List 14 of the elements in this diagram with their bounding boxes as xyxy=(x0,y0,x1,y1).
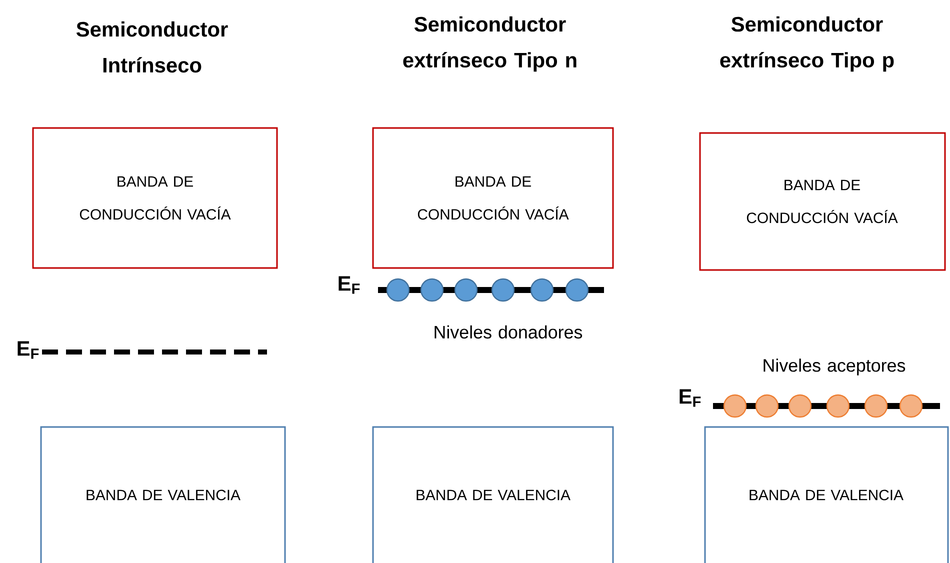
column-heading: Semiconductor extrínseco Tipo n xyxy=(403,16,576,72)
valence-band-box: BANDA DE VALENCIA xyxy=(704,426,949,563)
fermi-level-label: E$_{F}$ xyxy=(18,341,39,359)
column-heading: Semiconductor extrínseco Tipo p xyxy=(720,16,894,72)
level-label: Niveles aceptores xyxy=(764,358,906,376)
fermi-level-label: E$_{F}$ xyxy=(338,276,360,294)
valence-band-box: BANDA DE VALENCIA xyxy=(372,426,614,563)
column-heading: Semiconductor Intrínseco xyxy=(76,21,228,73)
fermi-level-label: E$_{F}$ xyxy=(680,389,701,407)
valence-band-box: BANDA DE VALENCIA xyxy=(40,426,286,563)
conduction-band-box: BANDA DE CONDUCCIÓN VACÍA xyxy=(699,132,946,271)
conduction-band-box: BANDA DE CONDUCCIÓN VACÍA xyxy=(32,127,278,269)
conduction-band-box: BANDA DE CONDUCCIÓN VACÍA xyxy=(372,127,614,269)
level-label: Niveles donadores xyxy=(434,325,582,339)
